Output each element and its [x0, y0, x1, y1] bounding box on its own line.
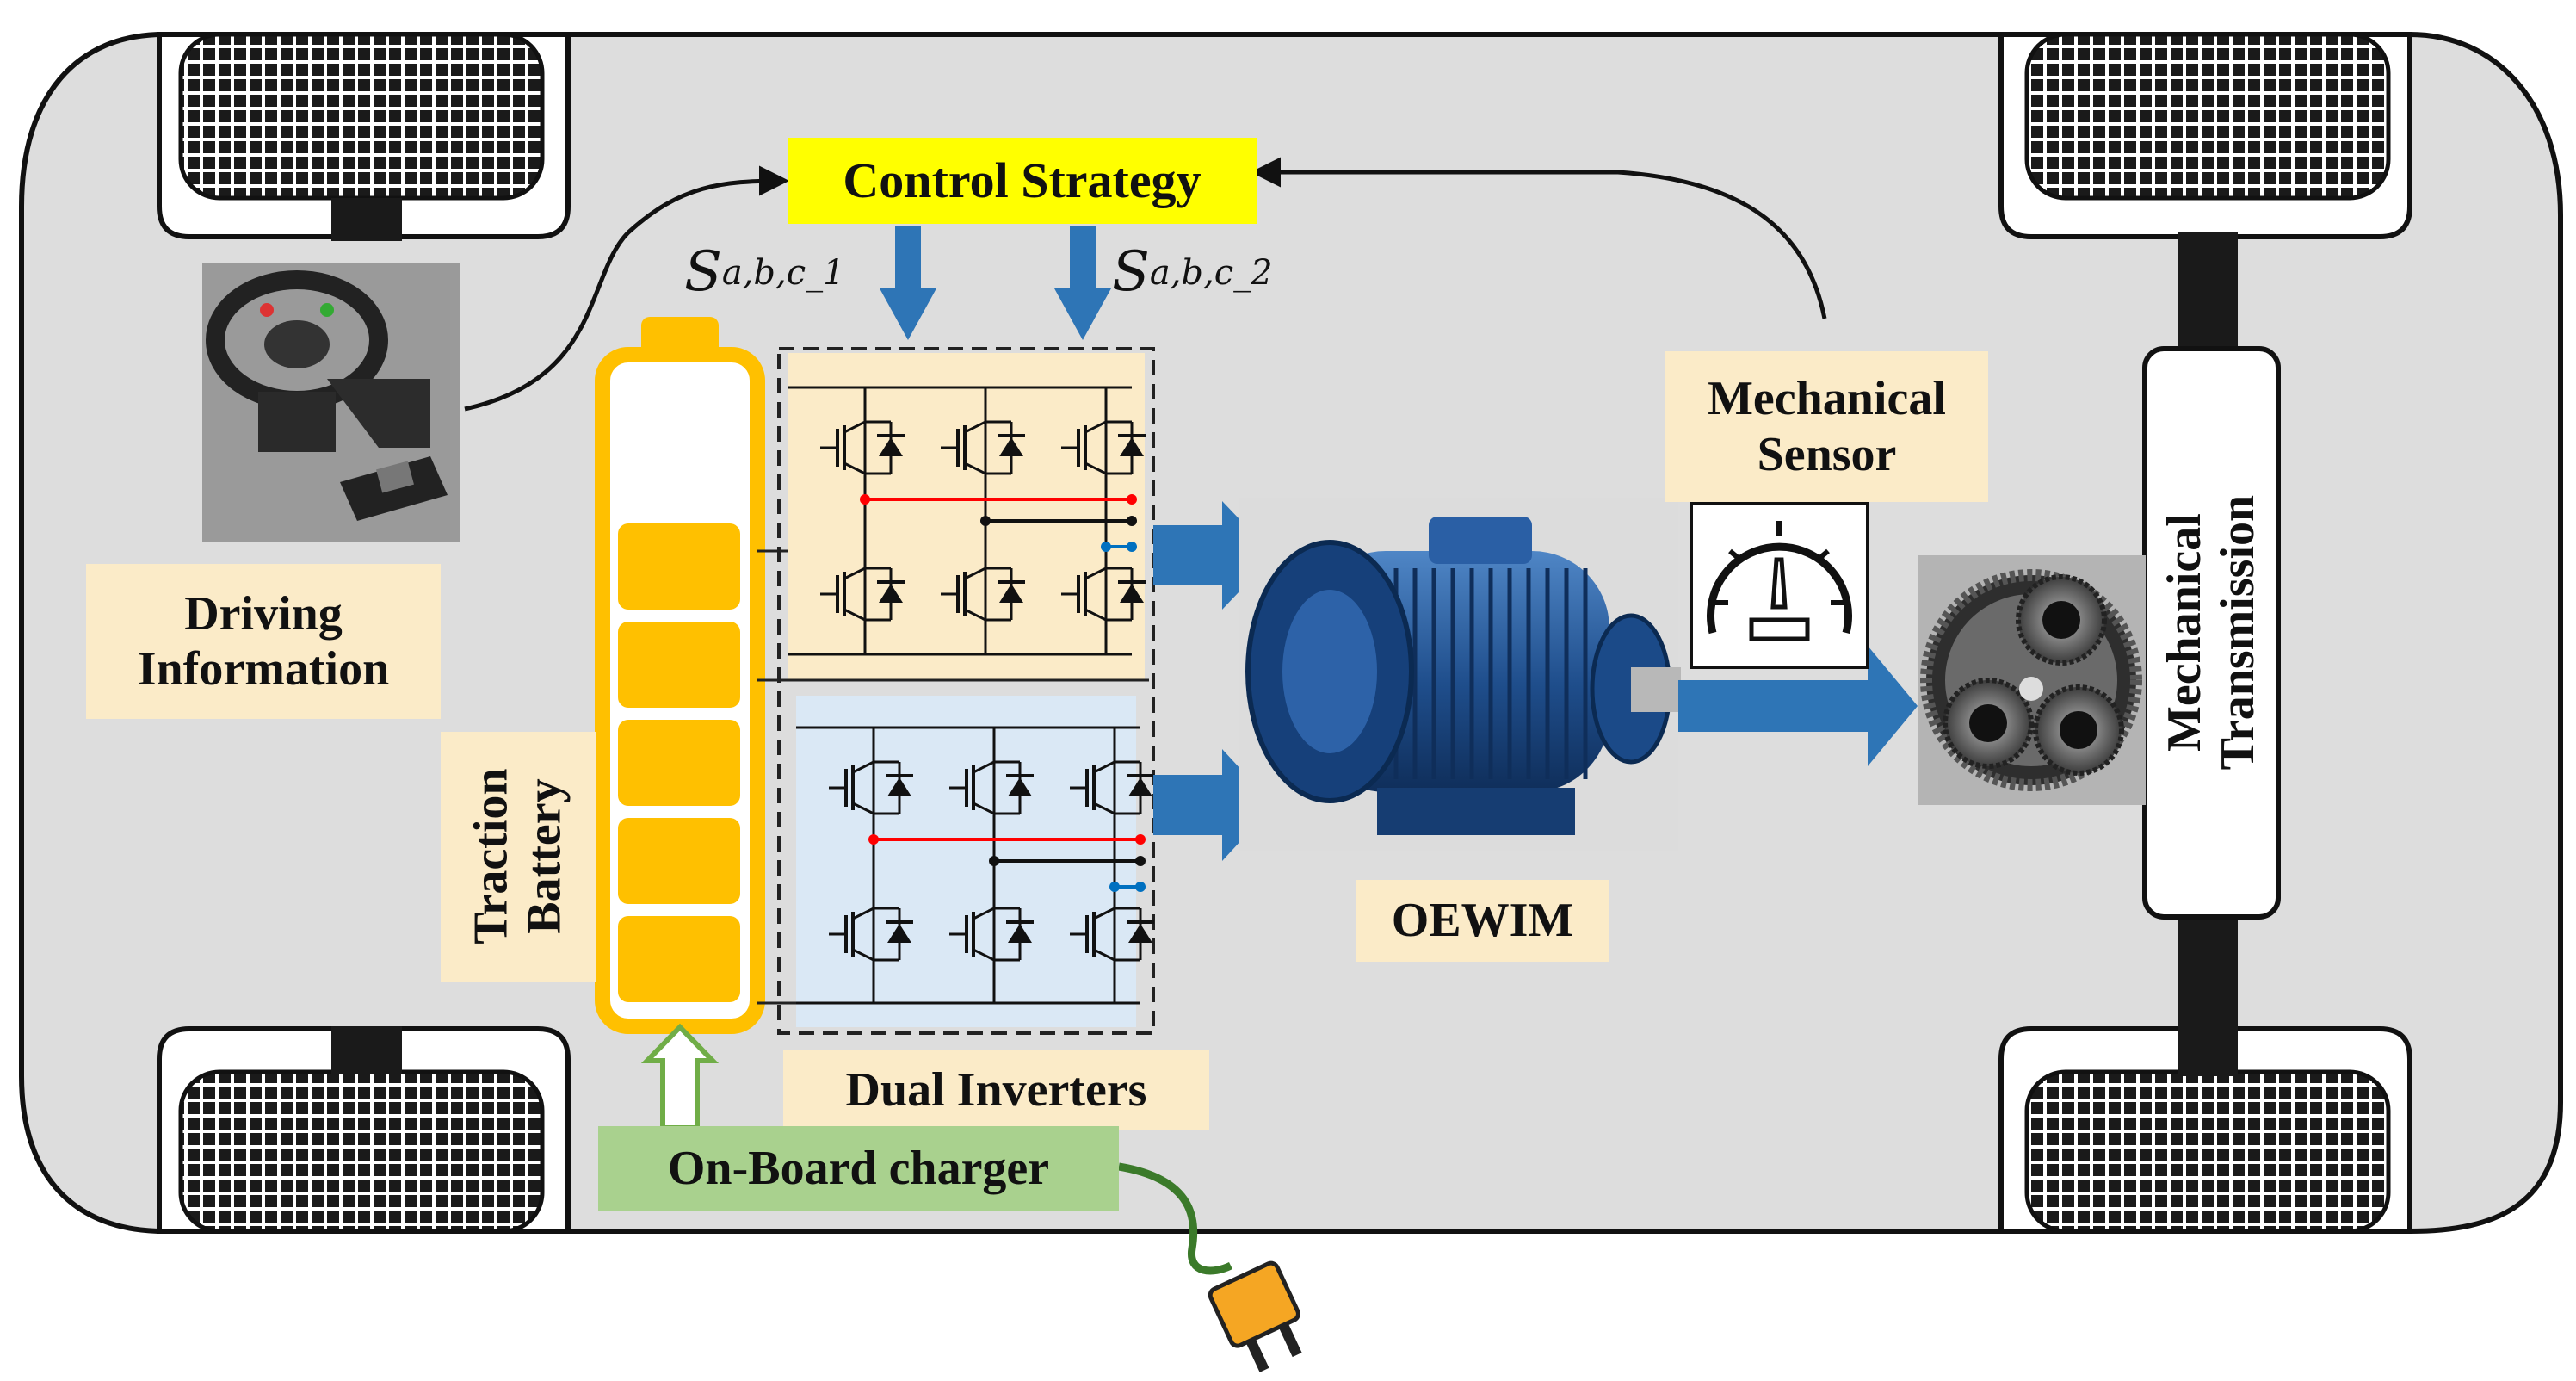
wheel-rear-left	[157, 1026, 571, 1234]
dual-inverters-label: Dual Inverters	[783, 1050, 1209, 1130]
inverter-top	[788, 353, 1145, 680]
axle-upper	[2178, 232, 2238, 353]
battery-cell	[618, 818, 740, 904]
oewim-label: OEWIM	[1356, 880, 1609, 962]
battery-cell	[618, 720, 740, 806]
axle-lower	[2178, 913, 2238, 1076]
igbt-switch-icon	[1070, 745, 1154, 831]
wheel-front-right	[1998, 32, 2412, 239]
mechanical-sensor-label: Mechanical Sensor	[1665, 351, 1988, 502]
sensor-feedback-curve	[1251, 157, 1827, 319]
igbt-switch-icon	[829, 891, 913, 977]
igbt-switch-icon	[1061, 551, 1146, 637]
battery-cell	[618, 622, 740, 708]
igbt-switch-icon	[1070, 891, 1154, 977]
igbt-switch-icon	[941, 551, 1025, 637]
mechanical-transmission-label: Mechanical Transmission	[2158, 495, 2265, 771]
igbt-switch-icon	[949, 745, 1034, 831]
charger-to-battery-arrow	[640, 1023, 720, 1130]
wheel-rear-right	[1998, 1026, 2412, 1234]
gauge-icon	[1690, 502, 1869, 669]
control-strategy-label: Control Strategy	[788, 138, 1257, 224]
switch-signal-arrow-2	[1054, 226, 1111, 340]
on-board-charger-label: On-Board charger	[598, 1126, 1119, 1211]
igbt-switch-icon	[949, 891, 1034, 977]
igbt-switch-icon	[1061, 405, 1146, 491]
traction-battery	[595, 317, 765, 1034]
plug-icon	[1208, 1260, 1302, 1372]
driving-info-curve	[464, 165, 789, 412]
inverter-top-circuit	[788, 386, 1146, 656]
planetary-gear-image	[1918, 555, 2146, 805]
igbt-switch-icon	[820, 551, 905, 637]
igbt-switch-icon	[941, 405, 1025, 491]
steering-wheel-image	[202, 263, 460, 542]
charger-cable	[1118, 1162, 1233, 1275]
battery-cell	[618, 523, 740, 610]
igbt-switch-icon	[820, 405, 905, 491]
igbt-switch-icon	[829, 745, 913, 831]
driving-information-label: Driving Information	[86, 564, 441, 719]
traction-battery-label: Traction Battery	[441, 732, 596, 982]
oewim-motor-image	[1239, 498, 1681, 851]
switch-signal-arrow-1	[880, 226, 936, 340]
battery-cell	[618, 916, 740, 1002]
motor-to-transmission-arrow	[1678, 646, 1918, 766]
wheel-front-left	[157, 32, 571, 241]
inverter-bottom-circuit	[796, 726, 1154, 1005]
